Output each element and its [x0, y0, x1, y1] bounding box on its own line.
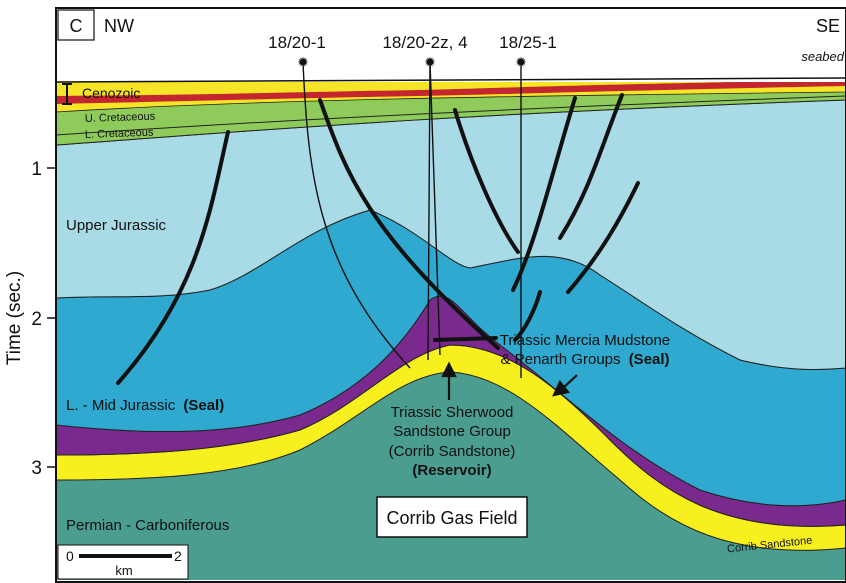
cenozoic-bracket — [62, 83, 72, 105]
unit-labels: Cenozoic U. Cretaceous L. Cretaceous Upp… — [66, 85, 813, 555]
scale-end: 2 — [174, 548, 182, 564]
upper-jurassic-label: Upper Jurassic — [66, 217, 167, 234]
sherwood-label-line1: Triassic Sherwood — [391, 404, 514, 421]
fault — [116, 130, 230, 385]
mercia-label-line2: & Penarth Groups (Seal) — [500, 351, 669, 368]
figure-frame — [55, 7, 846, 583]
tick-label: 2 — [31, 309, 42, 330]
fault — [453, 108, 520, 254]
well-labels: 18/20-1 18/20-2z, 4 18/25-1 — [268, 33, 557, 52]
sherwood-label-line3: (Corrib Sandstone) — [389, 443, 516, 460]
y-axis: 1 2 3 Time (sec.) — [4, 159, 56, 479]
l-cretaceous-label: L. Cretaceous — [85, 127, 154, 141]
fault — [433, 336, 498, 342]
mercia-name: & Penarth Groups — [500, 351, 620, 368]
fault — [558, 93, 624, 240]
scale-bar-box — [57, 544, 189, 580]
tick-label: 1 — [31, 159, 42, 180]
l-mid-jurassic-role: (Seal) — [183, 397, 224, 414]
fault — [566, 181, 640, 294]
l-cretaceous-boundary — [55, 95, 846, 136]
sherwood-label-role: (Reservoir) — [412, 462, 491, 479]
tick-label: 3 — [31, 458, 42, 479]
direction-right: SE — [816, 16, 840, 36]
mercia-role: (Seal) — [629, 351, 670, 368]
arrows — [441, 361, 578, 400]
gas-well-icon: ✹ — [515, 54, 527, 70]
well-path-18-20-1 — [302, 61, 411, 369]
cenozoic-label: Cenozoic — [82, 85, 140, 101]
scale-start: 0 — [66, 548, 74, 564]
gas-well-icon: ✹ — [297, 54, 309, 70]
fault — [513, 290, 542, 342]
scale-bar: 0 2 km — [57, 544, 189, 580]
u-cretaceous-label: U. Cretaceous — [85, 111, 156, 125]
l-mid-jurassic-name: L. - Mid Jurassic — [66, 397, 176, 414]
field-label-box — [376, 496, 528, 538]
well-label: 18/20-2z, 4 — [382, 33, 467, 52]
field-label: Corrib Gas Field — [386, 508, 517, 528]
well-symbols: ✹ ✹ ✹ — [297, 54, 527, 70]
permian-label: Permian - Carboniferous — [66, 517, 229, 534]
well-path-18-20-4 — [429, 61, 441, 356]
wells — [302, 61, 522, 378]
mercia-label-line1: Triassic Mercia Mudstone — [500, 332, 670, 349]
panel-letter-box — [57, 9, 95, 41]
sherwood-label-line2: Sandstone Group — [393, 423, 511, 440]
fault — [318, 98, 500, 350]
y-axis-title: Time (sec.) — [4, 271, 25, 365]
gas-well-icon: ✹ — [424, 54, 436, 70]
well-label: 18/25-1 — [499, 33, 557, 52]
layers — [55, 8, 846, 580]
seal-arrow-head — [552, 379, 570, 397]
water-column — [56, 8, 846, 82]
direction-left: NW — [104, 16, 134, 36]
well-path-18-20-2z — [427, 61, 431, 361]
seabed-line — [55, 77, 846, 83]
well-label: 18/20-1 — [268, 33, 326, 52]
scale-unit: km — [115, 563, 132, 578]
l-mid-jurassic-label: L. - Mid Jurassic (Seal) — [66, 397, 224, 414]
cenozoic-red-layer — [56, 80, 846, 104]
seabed-label: seabed — [801, 49, 844, 64]
reservoir-arrow-head — [441, 361, 457, 378]
panel-letter: C — [70, 16, 83, 36]
